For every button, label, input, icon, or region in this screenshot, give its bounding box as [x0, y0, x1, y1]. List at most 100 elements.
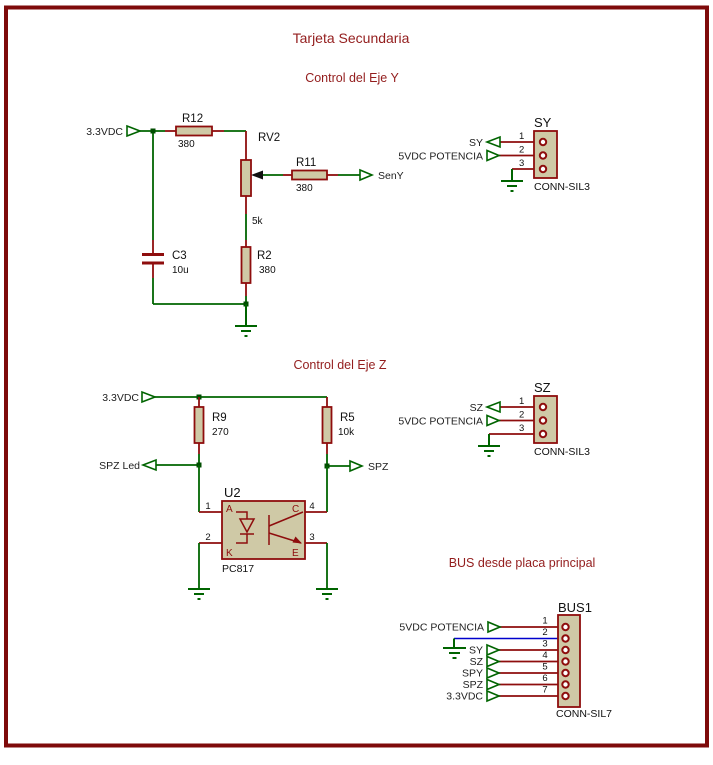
power-terminal-icon — [126, 124, 143, 138]
terminal-spz-led-label: SPZ Led — [99, 460, 140, 472]
resistor-r2-ref: R2 — [257, 250, 272, 262]
terminal-spz-bus[interactable]: SPZ — [463, 678, 502, 691]
resistor-r2[interactable]: R2 380 — [240, 246, 277, 284]
pin-number: 6 — [542, 673, 547, 684]
ground-symbol — [188, 588, 210, 600]
pin-pad-icon — [561, 657, 570, 666]
terminal-5vdc-potencia-y[interactable]: 5VDC POTENCIA — [398, 149, 502, 163]
wiper-arrow-icon — [251, 170, 263, 180]
terminal-seny[interactable]: SenY — [359, 168, 404, 182]
potentiometer-rv2-ref: RV2 — [258, 132, 280, 144]
pin-pad-icon — [538, 416, 548, 425]
signal-terminal-icon — [484, 135, 501, 149]
power-terminal-icon — [487, 620, 503, 634]
pin-label-collector: C — [292, 504, 299, 515]
terminal-3v3-bus[interactable]: 3.3VDC — [446, 689, 502, 703]
pin-pad-icon — [561, 668, 570, 678]
terminal-3v3-label: 3.3VDC — [446, 691, 483, 703]
signal-terminal-icon — [486, 655, 502, 668]
resistor-r5-value: 10k — [338, 427, 355, 438]
resistor-r5[interactable]: R5 10k — [321, 406, 356, 444]
terminal-spz-led[interactable]: SPZ Led — [99, 458, 157, 472]
capacitor-c3-value: 10u — [172, 265, 189, 276]
terminal-sz-bus[interactable]: SZ — [470, 655, 502, 668]
terminal-5vdc-potencia-z[interactable]: 5VDC POTENCIA — [398, 414, 502, 428]
potentiometer-rv2-value: 5k — [252, 216, 264, 227]
pin-number: 2 — [542, 627, 547, 638]
terminal-3v3-z[interactable]: 3.3VDC — [102, 390, 158, 404]
connector-sy-ref: SY — [534, 115, 552, 130]
pin-label-cathode: K — [226, 548, 233, 559]
terminal-spz-label: SPZ — [368, 461, 389, 473]
resistor-r11[interactable]: R11 380 — [291, 157, 328, 194]
pin-number: 1 — [519, 131, 524, 142]
page-title: Tarjeta Secundaria — [293, 30, 410, 46]
resistor-r12-value: 380 — [178, 139, 195, 150]
connector-bus1[interactable]: BUS1 1 2 3 4 5 6 7 CONN-SIL7 — [454, 600, 612, 720]
connector-sy[interactable]: SY 1 2 3 CONN-SIL3 — [499, 115, 590, 193]
connector-sz-part: CONN-SIL3 — [534, 446, 590, 458]
led-anode-line — [236, 511, 248, 519]
signal-terminal-icon — [359, 168, 375, 182]
resistor-r11-value: 380 — [296, 183, 313, 194]
terminal-spz-label: SPZ — [463, 679, 484, 691]
terminal-spy-bus[interactable]: SPY — [462, 666, 502, 680]
terminal-3v3-y[interactable]: 3.3VDC — [86, 124, 143, 138]
ground-symbol — [478, 434, 500, 457]
pin-label-anode: A — [226, 504, 233, 515]
terminal-5vdc-potencia-bus[interactable]: 5VDC POTENCIA — [399, 620, 503, 634]
terminal-5vdc-label: 5VDC POTENCIA — [398, 416, 483, 428]
ground-symbol — [501, 169, 523, 192]
resistor-r9-ref: R9 — [212, 412, 227, 424]
pin-pad-icon — [538, 402, 548, 412]
resistor-r12[interactable]: R12 380 — [175, 113, 213, 150]
pin-number: 1 — [205, 501, 210, 512]
connector-sz-ref: SZ — [534, 380, 551, 395]
optocoupler-u2-ref: U2 — [224, 485, 241, 500]
signal-terminal-icon — [484, 400, 501, 414]
resistor-r12-body — [175, 125, 213, 137]
resistor-r9-value: 270 — [212, 427, 229, 438]
pin-label-emitter: E — [292, 548, 299, 559]
pin-pad-icon — [538, 137, 548, 147]
pin-number: 2 — [205, 532, 210, 543]
pin-pad-icon — [561, 680, 570, 689]
connector-bus1-part: CONN-SIL7 — [556, 708, 612, 720]
terminal-sz[interactable]: SZ — [470, 400, 501, 414]
power-terminal-icon — [486, 414, 502, 427]
terminal-sy[interactable]: SY — [469, 135, 501, 149]
potentiometer-rv2[interactable]: RV2 5k — [240, 132, 280, 227]
junction-dot — [150, 128, 156, 134]
terminal-sy-bus[interactable]: SY — [469, 643, 502, 657]
signal-terminal-icon — [486, 666, 502, 680]
ground-symbol — [443, 638, 466, 659]
terminal-seny-label: SenY — [378, 170, 404, 182]
terminal-spz[interactable]: SPZ — [349, 459, 389, 473]
connector-bus1-ref: BUS1 — [558, 600, 592, 615]
ground-symbol — [316, 588, 338, 600]
pin-number: 3 — [542, 639, 547, 650]
section-eje-z: Control del Eje Z 3.3VDC R9 270 R5 10k S… — [99, 358, 590, 600]
optocoupler-u2-part: PC817 — [222, 563, 254, 575]
connector-sz[interactable]: SZ 1 2 3 CONN-SIL3 — [489, 380, 590, 458]
optocoupler-u2[interactable]: U2 A C K E PC817 — [221, 485, 306, 575]
pin-pad-icon — [561, 645, 570, 655]
connector-sy-part: CONN-SIL3 — [534, 181, 590, 193]
transistor-collector-line — [268, 511, 304, 527]
resistor-r5-ref: R5 — [340, 412, 355, 424]
terminal-spy-label: SPY — [462, 668, 483, 680]
signal-terminal-icon — [486, 678, 502, 691]
pin-pad-icon — [561, 622, 570, 632]
resistor-r11-body — [291, 169, 328, 181]
power-terminal-icon — [141, 390, 158, 404]
resistor-r9[interactable]: R9 270 — [193, 406, 230, 444]
signal-terminal-icon — [140, 458, 157, 472]
terminal-sz-label: SZ — [470, 656, 484, 668]
pin-number: 4 — [309, 501, 314, 512]
terminal-sy-label: SY — [469, 137, 483, 149]
capacitor-c3[interactable]: C3 10u — [142, 240, 189, 278]
pin-pad-icon — [538, 429, 548, 439]
resistor-r2-value: 380 — [259, 265, 276, 276]
pin-number: 1 — [542, 616, 547, 627]
